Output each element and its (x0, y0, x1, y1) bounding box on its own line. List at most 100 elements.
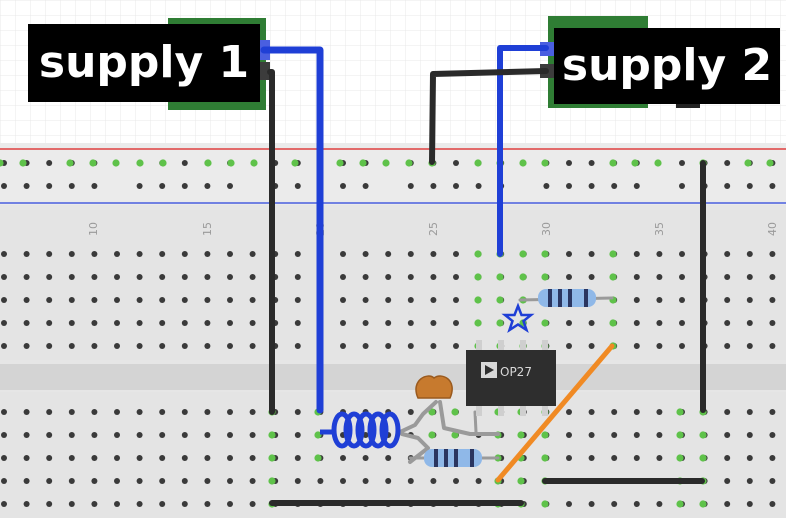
breadboard-hole[interactable] (769, 320, 776, 326)
connected-hole[interactable] (654, 159, 662, 167)
breadboard-hole[interactable] (249, 297, 256, 303)
breadboard-hole[interactable] (68, 455, 75, 461)
breadboard-hole[interactable] (204, 343, 211, 349)
breadboard-hole[interactable] (227, 432, 233, 438)
breadboard-hole[interactable] (746, 320, 753, 326)
connected-hole[interactable] (19, 159, 27, 167)
breadboard-hole[interactable] (407, 478, 414, 484)
breadboard-hole[interactable] (46, 160, 53, 166)
breadboard-hole[interactable] (181, 432, 188, 438)
breadboard-hole[interactable] (204, 478, 211, 484)
breadboard-hole[interactable] (249, 251, 256, 257)
breadboard-hole[interactable] (633, 409, 640, 415)
breadboard-hole[interactable] (294, 409, 301, 415)
breadboard-hole[interactable] (1, 432, 7, 438)
breadboard-hole[interactable] (769, 183, 776, 189)
breadboard-hole[interactable] (1, 343, 7, 349)
breadboard-hole[interactable] (385, 478, 392, 484)
breadboard-hole[interactable] (475, 478, 482, 484)
breadboard-hole[interactable] (159, 478, 166, 484)
breadboard-hole[interactable] (114, 455, 120, 461)
breadboard-hole[interactable] (23, 409, 30, 415)
connected-hole[interactable] (136, 159, 144, 167)
connected-hole[interactable] (89, 159, 97, 167)
connected-hole[interactable] (609, 250, 617, 258)
breadboard-hole[interactable] (227, 409, 233, 415)
breadboard-hole[interactable] (746, 251, 753, 257)
breadboard-hole[interactable] (724, 160, 731, 166)
breadboard-hole[interactable] (204, 297, 211, 303)
breadboard-hole[interactable] (746, 343, 753, 349)
breadboard-hole[interactable] (114, 320, 120, 326)
breadboard-hole[interactable] (1, 320, 7, 326)
breadboard-hole[interactable] (114, 343, 120, 349)
breadboard-hole[interactable] (453, 183, 459, 189)
connected-hole[interactable] (699, 431, 707, 439)
breadboard-hole[interactable] (1, 251, 7, 257)
breadboard-hole[interactable] (249, 478, 256, 484)
connected-hole[interactable] (676, 431, 684, 439)
connected-hole[interactable] (609, 319, 617, 327)
breadboard-hole[interactable] (249, 432, 256, 438)
connected-hole[interactable] (268, 477, 276, 485)
breadboard-hole[interactable] (566, 409, 572, 415)
breadboard-hole[interactable] (114, 432, 120, 438)
breadboard-hole[interactable] (430, 183, 437, 189)
breadboard-hole[interactable] (181, 183, 188, 189)
breadboard-hole[interactable] (227, 274, 233, 280)
breadboard-hole[interactable] (724, 343, 731, 349)
breadboard-hole[interactable] (633, 274, 640, 280)
connected-hole[interactable] (474, 250, 482, 258)
resistor-bottom[interactable] (424, 449, 482, 467)
connected-hole[interactable] (517, 477, 525, 485)
breadboard-hole[interactable] (114, 251, 120, 257)
connected-hole[interactable] (631, 159, 639, 167)
breadboard-hole[interactable] (430, 478, 437, 484)
breadboard-hole[interactable] (249, 501, 256, 507)
breadboard-hole[interactable] (679, 160, 685, 166)
breadboard-hole[interactable] (294, 274, 301, 280)
connected-hole[interactable] (541, 159, 549, 167)
breadboard-hole[interactable] (159, 455, 166, 461)
breadboard-hole[interactable] (724, 409, 731, 415)
breadboard-hole[interactable] (91, 409, 98, 415)
breadboard-hole[interactable] (46, 251, 53, 257)
breadboard-hole[interactable] (1, 274, 7, 280)
breadboard-hole[interactable] (136, 432, 143, 438)
breadboard-hole[interactable] (633, 297, 640, 303)
breadboard-hole[interactable] (362, 320, 369, 326)
breadboard-hole[interactable] (633, 183, 640, 189)
breadboard-hole[interactable] (23, 183, 30, 189)
breadboard-hole[interactable] (227, 320, 233, 326)
breadboard-hole[interactable] (227, 297, 233, 303)
breadboard-hole[interactable] (1, 455, 7, 461)
breadboard-hole[interactable] (159, 183, 166, 189)
breadboard-hole[interactable] (159, 343, 166, 349)
connected-hole[interactable] (428, 408, 436, 416)
breadboard-hole[interactable] (227, 251, 233, 257)
breadboard-hole[interactable] (656, 251, 663, 257)
breadboard-hole[interactable] (769, 501, 776, 507)
breadboard-hole[interactable] (588, 409, 595, 415)
connected-hole[interactable] (291, 159, 299, 167)
breadboard-hole[interactable] (656, 274, 663, 280)
breadboard-hole[interactable] (724, 455, 731, 461)
breadboard-hole[interactable] (385, 297, 392, 303)
breadboard-hole[interactable] (249, 320, 256, 326)
breadboard-hole[interactable] (136, 478, 143, 484)
breadboard-hole[interactable] (611, 409, 618, 415)
breadboard-hole[interactable] (181, 320, 188, 326)
breadboard-hole[interactable] (362, 251, 369, 257)
breadboard-hole[interactable] (566, 183, 572, 189)
breadboard-hole[interactable] (769, 455, 776, 461)
breadboard-hole[interactable] (294, 297, 301, 303)
breadboard-hole[interactable] (566, 455, 572, 461)
breadboard-hole[interactable] (68, 251, 75, 257)
breadboard-hole[interactable] (23, 343, 30, 349)
breadboard-hole[interactable] (1, 297, 7, 303)
breadboard-hole[interactable] (204, 432, 211, 438)
breadboard-hole[interactable] (23, 455, 30, 461)
breadboard-hole[interactable] (227, 343, 233, 349)
breadboard-hole[interactable] (362, 297, 369, 303)
connected-hole[interactable] (541, 273, 549, 281)
